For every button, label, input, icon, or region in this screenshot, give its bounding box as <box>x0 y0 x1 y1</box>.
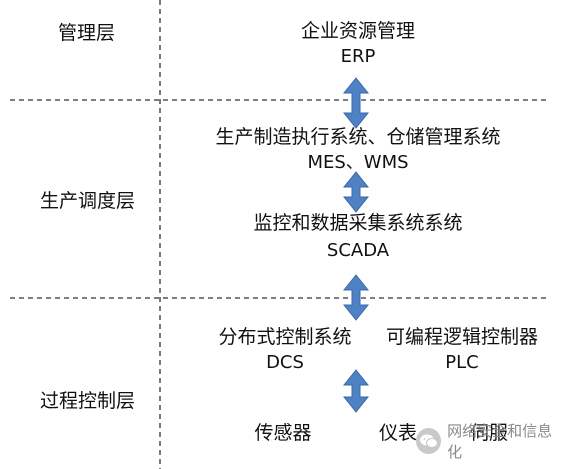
wechat-icon <box>416 428 442 454</box>
mes-title: 生产制造执行系统、仓储管理系统 <box>215 126 501 148</box>
erp-title: 企业资源管理 <box>300 20 416 42</box>
plc-title: 可编程逻辑控制器 <box>385 326 539 348</box>
arrow-erp-mes <box>342 77 370 129</box>
dcs-abbr: DCS <box>266 352 304 373</box>
field-instrument: 仪表 <box>378 422 418 444</box>
layer-label-management: 管理层 <box>58 22 116 44</box>
arrow-mes-scada <box>342 171 370 213</box>
erp-abbr: ERP <box>340 46 376 67</box>
arrow-scada-control <box>342 274 370 321</box>
watermark: 网络安全和信息化 <box>416 422 563 461</box>
scada-abbr: SCADA <box>326 240 390 261</box>
plc-abbr: PLC <box>445 352 479 373</box>
scada-title: 监控和数据采集系统系统 <box>253 212 463 234</box>
mes-abbr: MES、WMS <box>307 152 409 173</box>
layer-label-scheduling: 生产调度层 <box>40 190 136 212</box>
watermark-text: 网络安全和信息化 <box>447 422 553 461</box>
field-sensor: 传感器 <box>254 422 312 444</box>
arrow-control-field <box>342 369 370 413</box>
field-servo: 伺服 <box>469 422 509 444</box>
dcs-title: 分布式控制系统 <box>218 326 352 348</box>
layer-label-process: 过程控制层 <box>40 390 136 412</box>
